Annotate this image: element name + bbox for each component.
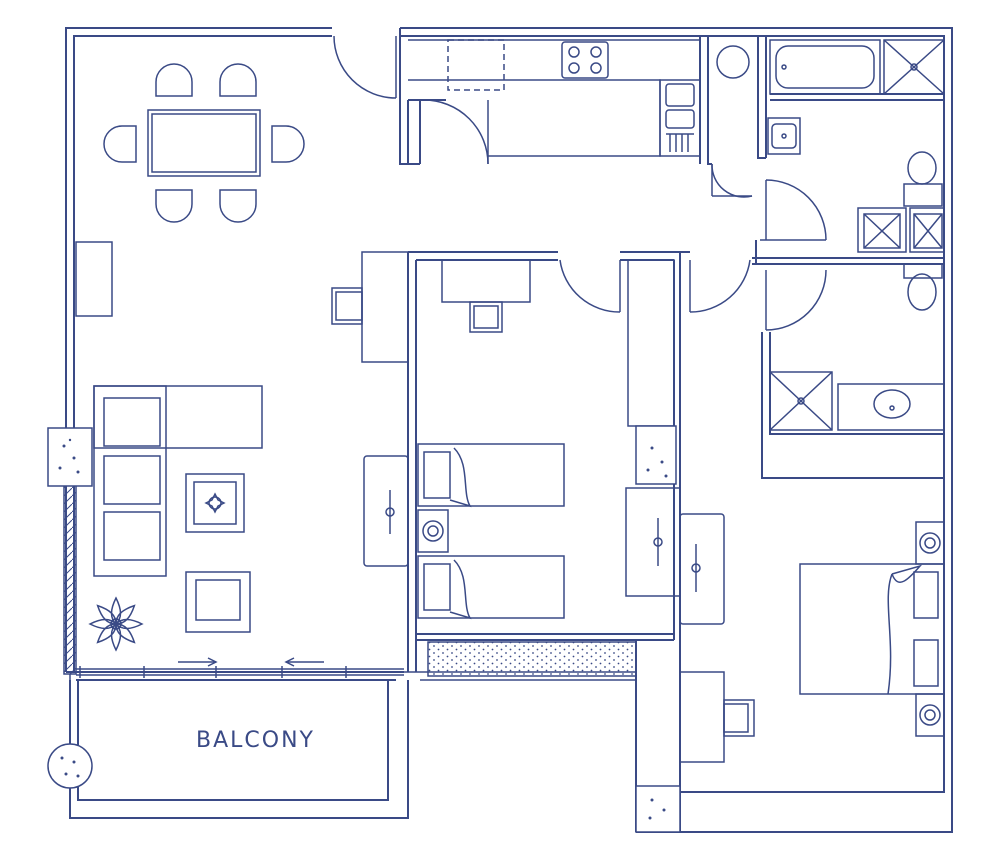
master-door — [690, 260, 826, 330]
ensuite-shower — [770, 372, 832, 430]
bed-single-1 — [418, 444, 564, 506]
desk — [442, 260, 530, 332]
column-mid — [636, 426, 676, 484]
service-door — [712, 164, 752, 197]
double-bed — [800, 564, 944, 694]
water-heater — [717, 46, 749, 78]
sliding-arrow-right-icon — [178, 658, 216, 666]
wardrobe-bedroom2 — [364, 456, 408, 566]
interior-walls — [400, 36, 944, 672]
ensuite-toilet — [904, 264, 942, 310]
wardrobe-master — [680, 514, 724, 624]
balcony: BALCONY — [66, 658, 636, 818]
toilet — [904, 152, 942, 206]
bathtub — [770, 40, 880, 94]
master-desk — [680, 672, 754, 762]
washbasin — [768, 118, 800, 154]
ensuite-vanity — [838, 384, 944, 430]
kitchen-counter — [408, 40, 700, 156]
coffee-table — [186, 474, 244, 532]
column-west — [48, 428, 92, 486]
bedroom2-door — [560, 260, 620, 312]
nightstand-master-bottom — [916, 694, 944, 736]
nightstand-lamp — [418, 510, 448, 552]
sliding-arrow-left-icon — [286, 658, 324, 666]
bed-single-2 — [418, 556, 564, 618]
balcony-label: BALCONY — [196, 728, 315, 753]
kitchen-door — [424, 100, 488, 164]
dining-table — [148, 110, 260, 176]
window-sill — [428, 642, 636, 676]
shafts — [858, 208, 944, 252]
sideboard — [76, 242, 112, 316]
fridge — [448, 40, 504, 90]
kitchen-sink — [660, 80, 700, 156]
nightstand-master-top — [916, 522, 944, 564]
cooktop — [562, 42, 608, 78]
sliding-door — [76, 666, 404, 678]
entrance-door — [334, 36, 396, 98]
column-south — [636, 786, 680, 832]
sofa — [94, 386, 262, 576]
armchair — [186, 572, 250, 632]
shower-tray — [884, 40, 944, 94]
tv-cabinet — [332, 252, 408, 362]
bedroom2-shelf — [628, 260, 674, 426]
plant-icon — [90, 598, 142, 650]
wardrobe-mid — [626, 488, 680, 596]
bathroom-door — [760, 180, 826, 240]
dining-chairs — [104, 64, 304, 222]
column-round — [48, 744, 92, 788]
